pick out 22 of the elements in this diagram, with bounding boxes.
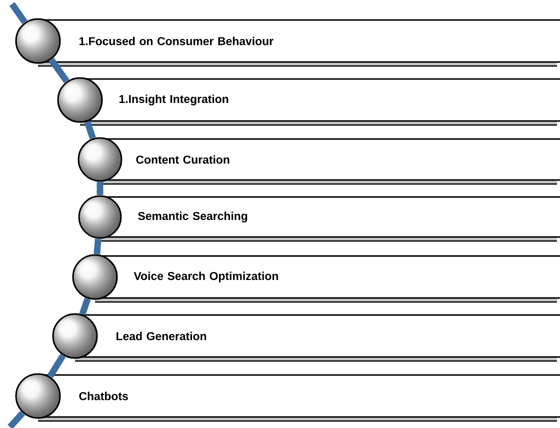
step-bar: Semantic Searching (78, 195, 560, 242)
spine-line (47, 354, 66, 378)
step-bar: 1.Insight Integration (57, 77, 560, 126)
spine-line (8, 410, 25, 428)
node-label: Content Curation (136, 155, 230, 164)
spine-line (96, 182, 104, 195)
node-label: Voice Search Optimization (134, 272, 278, 282)
node-label: Semantic Searching (138, 212, 248, 222)
step-bar: Content Curation (78, 137, 560, 185)
step-bar: 1.Focused on Consumer Behaviour (15, 18, 560, 67)
node-label: Chatbots (79, 392, 128, 400)
step-bar: Chatbots (15, 373, 560, 422)
node-label: Lead Generation (116, 332, 206, 340)
node-label: 1.Focused on Consumer Behaviour (79, 36, 274, 46)
node-label: 1.Insight Integration (119, 94, 228, 106)
step-bar: Lead Generation (52, 313, 560, 362)
spine-line (84, 120, 96, 140)
spine-line (9, 2, 28, 24)
step-bar: Voice Search Optimization (72, 254, 560, 303)
spine-line (94, 238, 102, 254)
spine-line (79, 298, 91, 316)
spine-line (48, 58, 70, 84)
